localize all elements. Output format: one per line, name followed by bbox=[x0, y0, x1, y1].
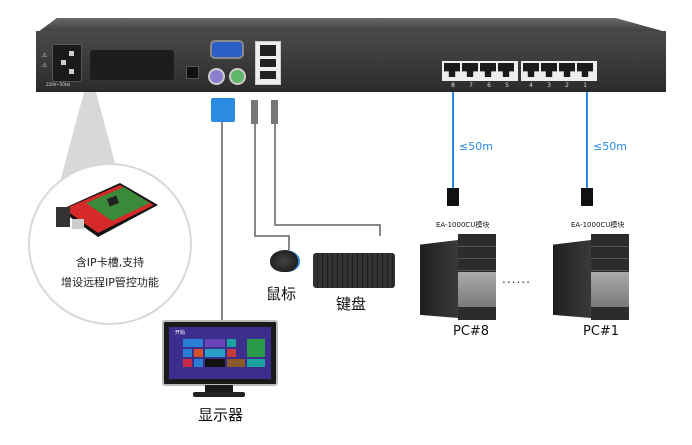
vga-port bbox=[210, 40, 244, 59]
port-number: 6 bbox=[487, 82, 491, 89]
usb-connector-mouse bbox=[251, 100, 258, 124]
distance-label-pc1: ≤50m bbox=[593, 140, 627, 153]
monitor-base bbox=[193, 392, 245, 397]
monitor-screen: 开始 bbox=[169, 327, 271, 379]
screen-title: 开始 bbox=[175, 330, 186, 336]
mouse-label: 鼠标 bbox=[266, 285, 297, 303]
pc-label-8: PC#8 bbox=[453, 324, 490, 339]
mouse-image bbox=[270, 250, 300, 272]
module-label-pc1: EA-1000CU模块 bbox=[571, 221, 625, 229]
rj45-port bbox=[462, 63, 478, 77]
rj45-port-group-8-5 bbox=[442, 61, 518, 81]
pc-8-tower bbox=[420, 232, 498, 320]
rj45-port bbox=[444, 63, 460, 77]
cat-cable-port-8 bbox=[452, 92, 454, 188]
ps2-keyboard-port bbox=[229, 68, 246, 85]
callout-text-line1: 含IP卡槽,支持 bbox=[75, 256, 145, 269]
monitor-cable bbox=[221, 122, 223, 322]
port-number: 2 bbox=[565, 82, 569, 89]
power-socket bbox=[52, 44, 82, 82]
monitor-label: 显示器 bbox=[198, 406, 244, 424]
ps2-mouse-port bbox=[208, 68, 225, 85]
port-number: 8 bbox=[451, 82, 455, 89]
ea-1000cu-module bbox=[447, 188, 459, 206]
keyboard-cable bbox=[274, 124, 276, 225]
rj45-port bbox=[498, 63, 514, 77]
cat-cable-port-1 bbox=[586, 92, 588, 188]
vga-connector bbox=[211, 98, 235, 122]
warning-icon: ⚠ bbox=[42, 52, 48, 59]
usb-port bbox=[260, 71, 276, 79]
port-number: 4 bbox=[529, 82, 533, 89]
port-number: 3 bbox=[547, 82, 551, 89]
rj45-port bbox=[480, 63, 496, 77]
rj45-port bbox=[559, 63, 575, 77]
port-number: 1 bbox=[583, 82, 587, 89]
more-pcs-ellipsis: ...... bbox=[502, 272, 531, 286]
pc-1-tower bbox=[553, 232, 631, 320]
port-number: 5 bbox=[505, 82, 509, 89]
distance-label-pc8: ≤50m bbox=[459, 140, 493, 153]
ea-1000cu-module bbox=[581, 188, 593, 206]
ip-card-callout bbox=[28, 163, 192, 325]
dc-jack bbox=[186, 66, 199, 79]
pc-label-1: PC#1 bbox=[583, 324, 620, 339]
keyboard-label: 键盘 bbox=[336, 295, 367, 313]
lan-port bbox=[260, 45, 276, 56]
power-rating-label: 220V~50Hz bbox=[46, 82, 70, 87]
mouse-cable bbox=[254, 124, 256, 236]
ip-card-image bbox=[56, 183, 158, 237]
rj45-port bbox=[577, 63, 593, 77]
module-label-pc8: EA-1000CU模块 bbox=[436, 221, 490, 229]
keyboard-image bbox=[313, 253, 395, 288]
lan-usb-port-block bbox=[255, 41, 281, 85]
monitor: 开始 bbox=[162, 320, 278, 386]
usb-connector-keyboard bbox=[271, 100, 278, 124]
rj45-port bbox=[523, 63, 539, 77]
usb-port bbox=[260, 59, 276, 67]
rj45-port-group-4-1 bbox=[521, 61, 597, 81]
monitor-stand bbox=[205, 385, 233, 393]
device-top-panel bbox=[38, 18, 666, 32]
ip-card-slot bbox=[90, 50, 174, 80]
rj45-port bbox=[541, 63, 557, 77]
warning-icon: ⚠ bbox=[42, 62, 48, 69]
port-number: 7 bbox=[469, 82, 473, 89]
callout-text-line2: 增设远程IP管控功能 bbox=[61, 276, 159, 289]
